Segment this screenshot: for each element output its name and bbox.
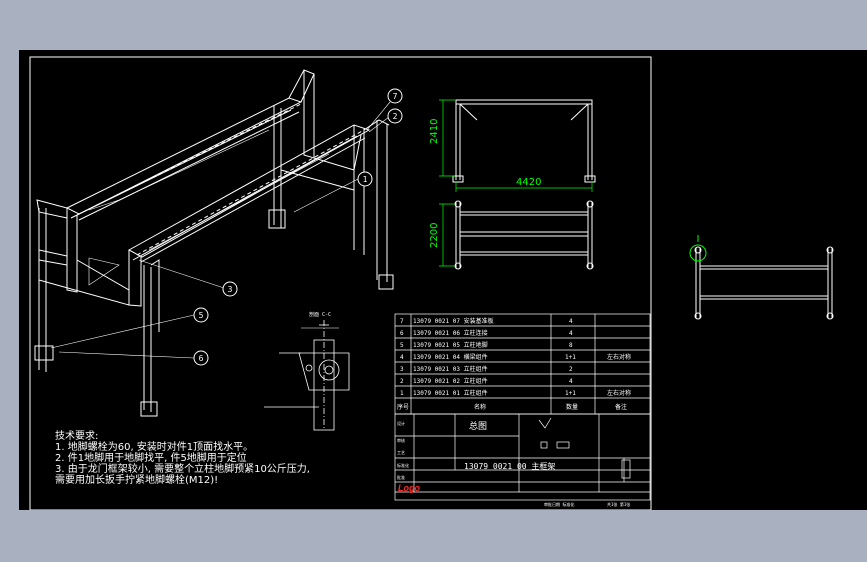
bom-row-4-no: 4	[400, 354, 404, 361]
tb-footer-left: 审批日期 标准化	[544, 501, 574, 507]
balloon-7-label: 7	[393, 92, 398, 101]
bom-row-3-qty: 2	[569, 366, 573, 373]
gantry-3d-view	[34, 69, 394, 417]
bom-header-note: 备注	[615, 403, 627, 411]
tb-drawing-number: 13079 0021 00 主框架	[464, 461, 555, 471]
bom-row-6-qty: 4	[569, 330, 573, 337]
dimension-lines	[439, 99, 593, 267]
bom-row-1-qty: 1+1	[565, 390, 576, 397]
bom-table	[394, 313, 651, 415]
bom-row-5-no: 5	[400, 342, 404, 349]
balloon-2-label: 2	[393, 112, 398, 121]
balloon-6-label: 6	[199, 354, 204, 363]
tech-requirements: 技术要求: 1. 地脚螺栓为60, 安装时对件1顶面找水平。 2. 件1地脚用于…	[55, 431, 310, 486]
top-view	[454, 200, 594, 270]
bom-row-6-code: 13079 0021 06 立柱连接	[413, 329, 488, 337]
side-view-marker	[689, 235, 707, 262]
section-detail	[264, 320, 350, 431]
front-view	[452, 99, 596, 183]
bom-row-3-code: 13079 0021 03 立柱组件	[413, 365, 488, 373]
balloon-3-label: 3	[228, 285, 233, 294]
tb-title: 总图	[469, 420, 487, 432]
balloon-1	[357, 171, 373, 187]
bom-row-7-no: 7	[400, 318, 404, 325]
sheet-border	[29, 56, 652, 510]
tb-footer-right: 共1张 第1张	[607, 501, 630, 507]
bom-row-1-note: 左右对称	[607, 389, 631, 397]
bom-row-3-no: 3	[400, 366, 404, 373]
bom-row-4-note: 左右对称	[607, 353, 631, 361]
dim-width-main: 4420	[516, 177, 541, 188]
balloon-5	[193, 307, 209, 323]
tb-logo: Logo	[398, 483, 420, 493]
bom-row-1-code: 13079 0021 01 立柱组件	[413, 389, 488, 397]
bom-header-code: 名称	[474, 403, 486, 411]
bom-row-1-no: 1	[400, 390, 404, 397]
tech-line-3: 3. 由于龙门框架较小, 需要整个立柱地脚预紧10公斤压力,	[55, 464, 310, 475]
balloon-6	[193, 350, 209, 366]
drawing-canvas: 7 2 1 3 5 6 剖面 C-C 2410 4420	[29, 56, 834, 510]
bom-header-qty: 数量	[566, 403, 578, 411]
tech-line-2: 2. 件1地脚用于地脚找平, 件5地脚用于定位	[55, 453, 247, 464]
bom-row-7-code: 13079 0021 07 安装基准板	[413, 317, 494, 325]
bom-row-2-no: 2	[400, 378, 404, 385]
dim-height-lower: 2200	[429, 223, 440, 248]
bom-row-4-qty: 1+1	[565, 354, 576, 361]
dim-height-main: 2410	[429, 119, 440, 144]
balloon-5-label: 5	[199, 311, 204, 320]
bom-row-2-qty: 4	[569, 378, 573, 385]
bom-row-7-qty: 4	[569, 318, 573, 325]
tech-title: 技术要求:	[55, 431, 99, 442]
bom-row-4-code: 13079 0021 04 横梁组件	[413, 353, 488, 361]
balloon-3	[222, 281, 238, 297]
balloon-2	[387, 108, 403, 124]
tb-label-1: 设计	[397, 420, 405, 426]
tb-label-5: 批准	[397, 474, 405, 480]
title-block	[394, 413, 651, 501]
tb-label-2: 审核	[397, 437, 405, 443]
balloons	[193, 88, 403, 366]
balloon-1-label: 1	[363, 175, 368, 184]
tb-label-3: 工艺	[397, 450, 405, 455]
side-view	[694, 246, 834, 320]
tech-line-4: 需要用加长扳手拧紧地脚螺栓(M12)!	[55, 475, 219, 486]
bom-row-5-code: 13079 0021 05 立柱地脚	[413, 341, 488, 349]
tb-label-4: 标准化	[397, 462, 409, 468]
bom-header-no: 序号	[397, 403, 409, 411]
bom-row-5-qty: 8	[569, 342, 573, 349]
bom-row-6-no: 6	[400, 330, 404, 337]
bom-row-2-code: 13079 0021 02 立柱组件	[413, 377, 488, 385]
balloon-7	[387, 88, 403, 104]
cad-viewport[interactable]: 7 2 1 3 5 6 剖面 C-C 2410 4420	[19, 50, 867, 510]
tech-line-1: 1. 地脚螺栓为60, 安装时对件1顶面找水平。	[55, 442, 254, 453]
section-label: 剖面 C-C	[309, 311, 331, 318]
